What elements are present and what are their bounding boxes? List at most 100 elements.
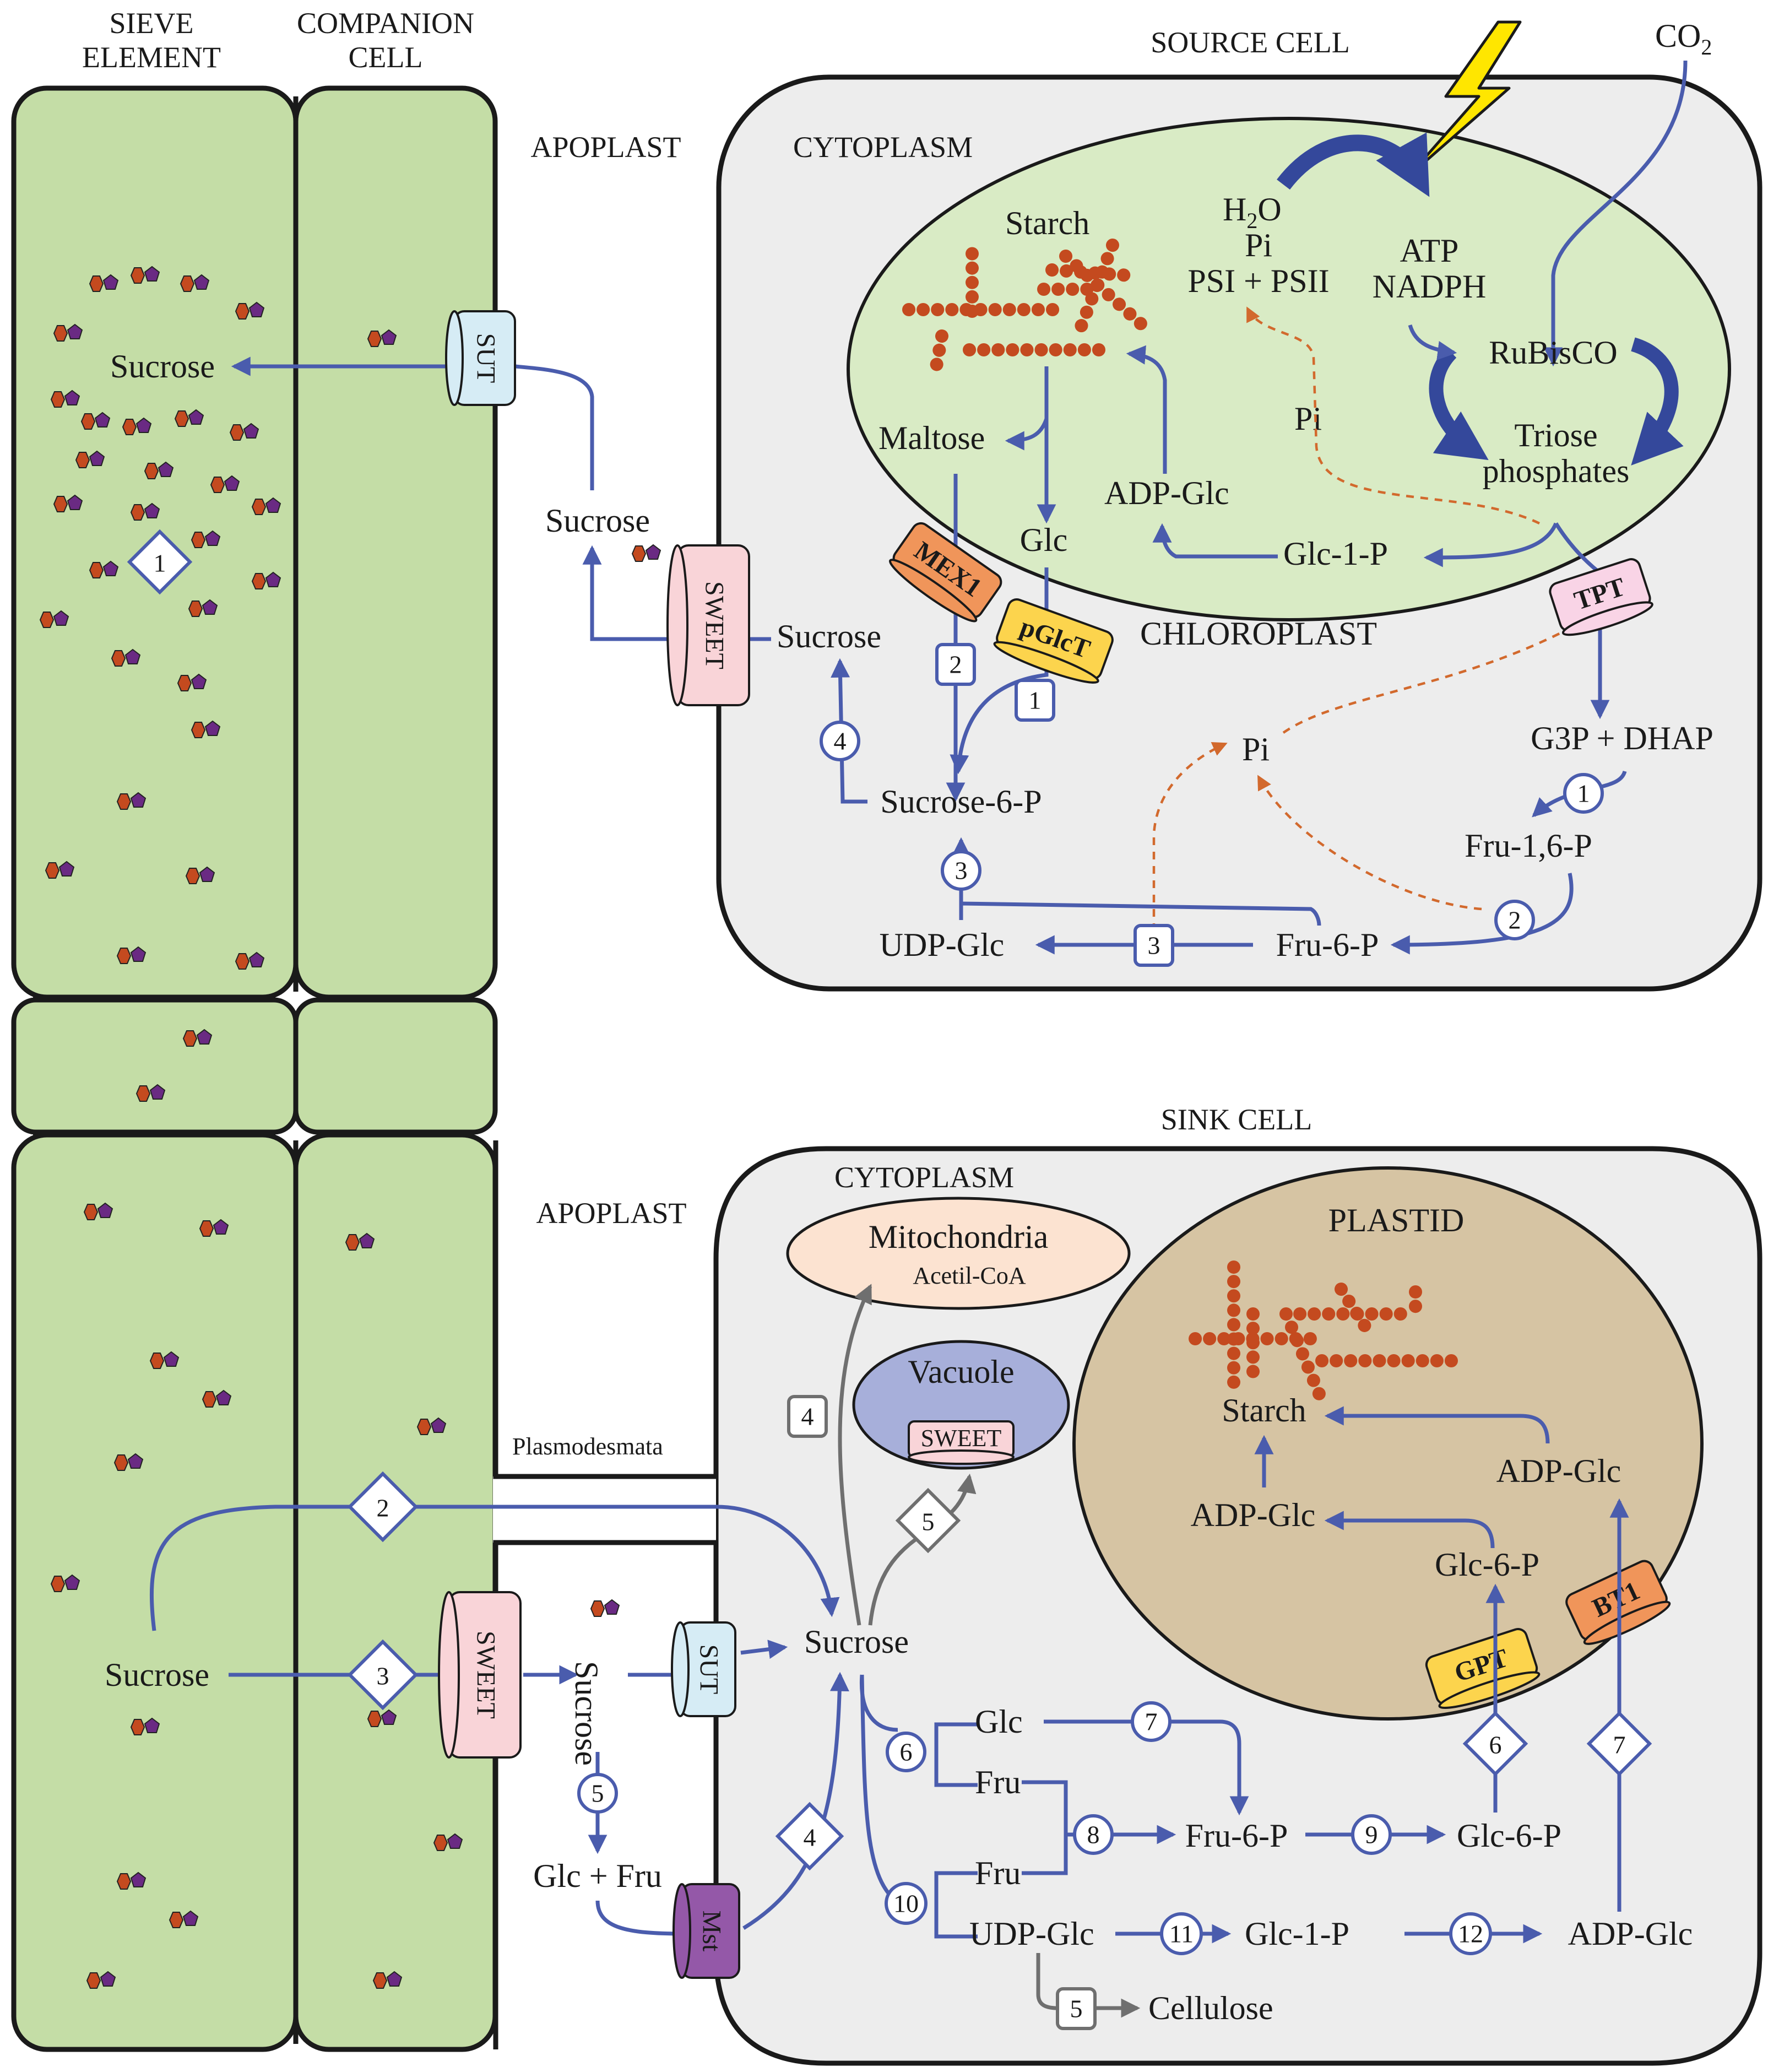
plastid-label: PLASTID bbox=[1328, 1202, 1465, 1238]
calvin-arrow-right bbox=[1630, 337, 1684, 466]
nadph-to-rubisco-arrow bbox=[1408, 324, 1457, 360]
src-enzyme-3: 3 bbox=[941, 850, 981, 891]
src-enzyme-1: 1 bbox=[1563, 773, 1604, 814]
light-reaction-arrow bbox=[1277, 132, 1430, 197]
glc1p-source-label: Glc-1-P bbox=[1283, 535, 1388, 572]
glc6p-sink-label: Glc-6-P bbox=[1457, 1817, 1561, 1854]
sweet-vacuole-transporter: SWEET bbox=[908, 1420, 1015, 1465]
plasmodesmata-label: Plasmodesmata bbox=[512, 1433, 663, 1460]
fru16p-label: Fru-1,6-P bbox=[1465, 827, 1592, 864]
glc-source-label: Glc bbox=[1020, 522, 1068, 558]
svg-text:12: 12 bbox=[1458, 1920, 1483, 1948]
fru-a-label: Fru bbox=[975, 1764, 1021, 1800]
sucrose6p-to-sucrose-arrow bbox=[831, 658, 867, 804]
companion-cell-label-2: CELL bbox=[349, 41, 423, 74]
sucrose-apoplast-sink-label: Sucrose bbox=[568, 1661, 605, 1766]
pi-from-fbpase bbox=[1257, 775, 1482, 911]
snk-enzyme-7: 7 bbox=[1131, 1701, 1172, 1742]
sucrose-cyto-source-label: Sucrose bbox=[777, 618, 881, 654]
svg-text:7: 7 bbox=[1613, 1731, 1626, 1759]
sink-cell-label: SINK CELL bbox=[1161, 1103, 1312, 1136]
vacuole-label: Vacuole bbox=[908, 1354, 1014, 1390]
adpglc-right-to-starch-arrow bbox=[1324, 1406, 1550, 1444]
glc-fru-bracket bbox=[934, 1722, 978, 1787]
svg-text:4: 4 bbox=[834, 727, 847, 755]
tpt-transporter: TPT bbox=[1549, 558, 1653, 636]
svg-text:2: 2 bbox=[1509, 906, 1521, 934]
snk-enzyme-11: 11 bbox=[1160, 1912, 1203, 1955]
svg-text:6: 6 bbox=[900, 1738, 913, 1766]
glc1p-to-adpglc-arrow bbox=[1152, 523, 1278, 559]
svg-text:8: 8 bbox=[1087, 1821, 1100, 1849]
chloroplast bbox=[847, 117, 1731, 621]
svg-text:3: 3 bbox=[1148, 932, 1160, 960]
glc-to-fru6p-arrow bbox=[1044, 1719, 1249, 1816]
sucrose-to-mitochondria-arrow bbox=[838, 1284, 872, 1626]
glc-export-line bbox=[950, 567, 1049, 775]
sweet-transporter-bottom: SWEET bbox=[438, 1591, 522, 1759]
sut-transporter-top: SUT bbox=[445, 310, 516, 406]
svg-text:5: 5 bbox=[592, 1779, 604, 1808]
svg-text:1: 1 bbox=[1029, 686, 1042, 715]
svg-text:4: 4 bbox=[804, 1824, 816, 1852]
sweet-to-apoplast-arrow bbox=[582, 545, 688, 641]
source-cell-label: SOURCE CELL bbox=[1151, 26, 1350, 59]
apoplast-bottom-label: APOPLAST bbox=[536, 1197, 686, 1230]
h2o-label: H2O bbox=[1223, 191, 1282, 233]
svg-text:4: 4 bbox=[801, 1403, 814, 1431]
pi-light-label: Pi bbox=[1245, 227, 1272, 263]
mitochondria-label: Mitochondria bbox=[869, 1219, 1049, 1255]
starch-granule-sink bbox=[1189, 1260, 1469, 1400]
chloroplast-label: CHLOROPLAST bbox=[1140, 615, 1377, 652]
starch-source-label: Starch bbox=[1005, 205, 1089, 241]
svg-text:3: 3 bbox=[955, 857, 968, 885]
sucrose6p-label: Sucrose-6-P bbox=[880, 783, 1042, 820]
step-diamond-5: 5 bbox=[895, 1487, 961, 1554]
apoplast-to-sut-line bbox=[514, 364, 594, 490]
co2-label: CO2 bbox=[1655, 18, 1712, 59]
triose-label-1: Triose bbox=[1514, 417, 1597, 453]
pi-cyto-label: Pi bbox=[1242, 731, 1270, 767]
mitochondria bbox=[786, 1197, 1131, 1310]
fru6p-sink-label: Fru-6-P bbox=[1185, 1817, 1288, 1854]
adp-glc-right-label: ADP-Glc bbox=[1496, 1453, 1621, 1489]
fru-udpglc-bracket bbox=[934, 1871, 978, 1939]
svg-text:11: 11 bbox=[1169, 1920, 1194, 1948]
pi-mid-label: Pi bbox=[1294, 401, 1322, 437]
svg-text:Mst: Mst bbox=[697, 1911, 726, 1952]
bt1-transporter: BT1 bbox=[1565, 1560, 1671, 1645]
svg-text:5: 5 bbox=[1070, 1995, 1083, 2023]
svg-text:SWEET: SWEET bbox=[921, 1425, 1002, 1452]
triose-to-tpt-line bbox=[1554, 522, 1602, 575]
snk-square-4: 4 bbox=[787, 1395, 828, 1438]
svg-text:2: 2 bbox=[377, 1494, 389, 1522]
sweet-transporter-top: SWEET bbox=[666, 544, 750, 706]
svg-text:SUT: SUT bbox=[471, 333, 501, 383]
pglct-transporter: pGlcT bbox=[993, 598, 1114, 684]
sucrose-apoplast-label: Sucrose bbox=[545, 502, 650, 539]
src-square-3: 3 bbox=[1134, 924, 1174, 967]
sieve-element-label-1: SIEVE bbox=[110, 7, 194, 40]
companion-cell-label-1: COMPANION bbox=[297, 7, 474, 40]
svg-text:SWEET: SWEET bbox=[700, 581, 729, 669]
cytoplasm-bottom-label: CYTOPLASM bbox=[834, 1161, 1014, 1194]
sieve-element-label-2: ELEMENT bbox=[82, 41, 221, 74]
starch-granule-source bbox=[902, 239, 1155, 373]
step-diamond-7: 7 bbox=[1586, 1711, 1652, 1777]
svg-text:1: 1 bbox=[154, 549, 166, 577]
apoplast-top-label: APOPLAST bbox=[530, 131, 681, 164]
gpt-transporter: GPT bbox=[1425, 1628, 1541, 1709]
adp-glc-left-label: ADP-Glc bbox=[1191, 1497, 1316, 1533]
snk-enzyme-5: 5 bbox=[577, 1773, 618, 1814]
svg-text:7: 7 bbox=[1145, 1708, 1158, 1736]
adpglc-sink-bottom-label: ADP-Glc bbox=[1568, 1916, 1693, 1952]
nadph-label: NADPH bbox=[1373, 268, 1487, 305]
step-diamond-2: 2 bbox=[347, 1471, 419, 1543]
sucrose-sieve-sink-label: Sucrose bbox=[105, 1657, 209, 1693]
acetyl-coa-label: Acetil-CoA bbox=[913, 1262, 1026, 1289]
cytoplasm-top-label: CYTOPLASM bbox=[793, 131, 973, 164]
triose-to-glc1p-arrow bbox=[1423, 522, 1558, 567]
svg-text:SUT: SUT bbox=[695, 1644, 724, 1695]
svg-text:2: 2 bbox=[950, 651, 962, 679]
